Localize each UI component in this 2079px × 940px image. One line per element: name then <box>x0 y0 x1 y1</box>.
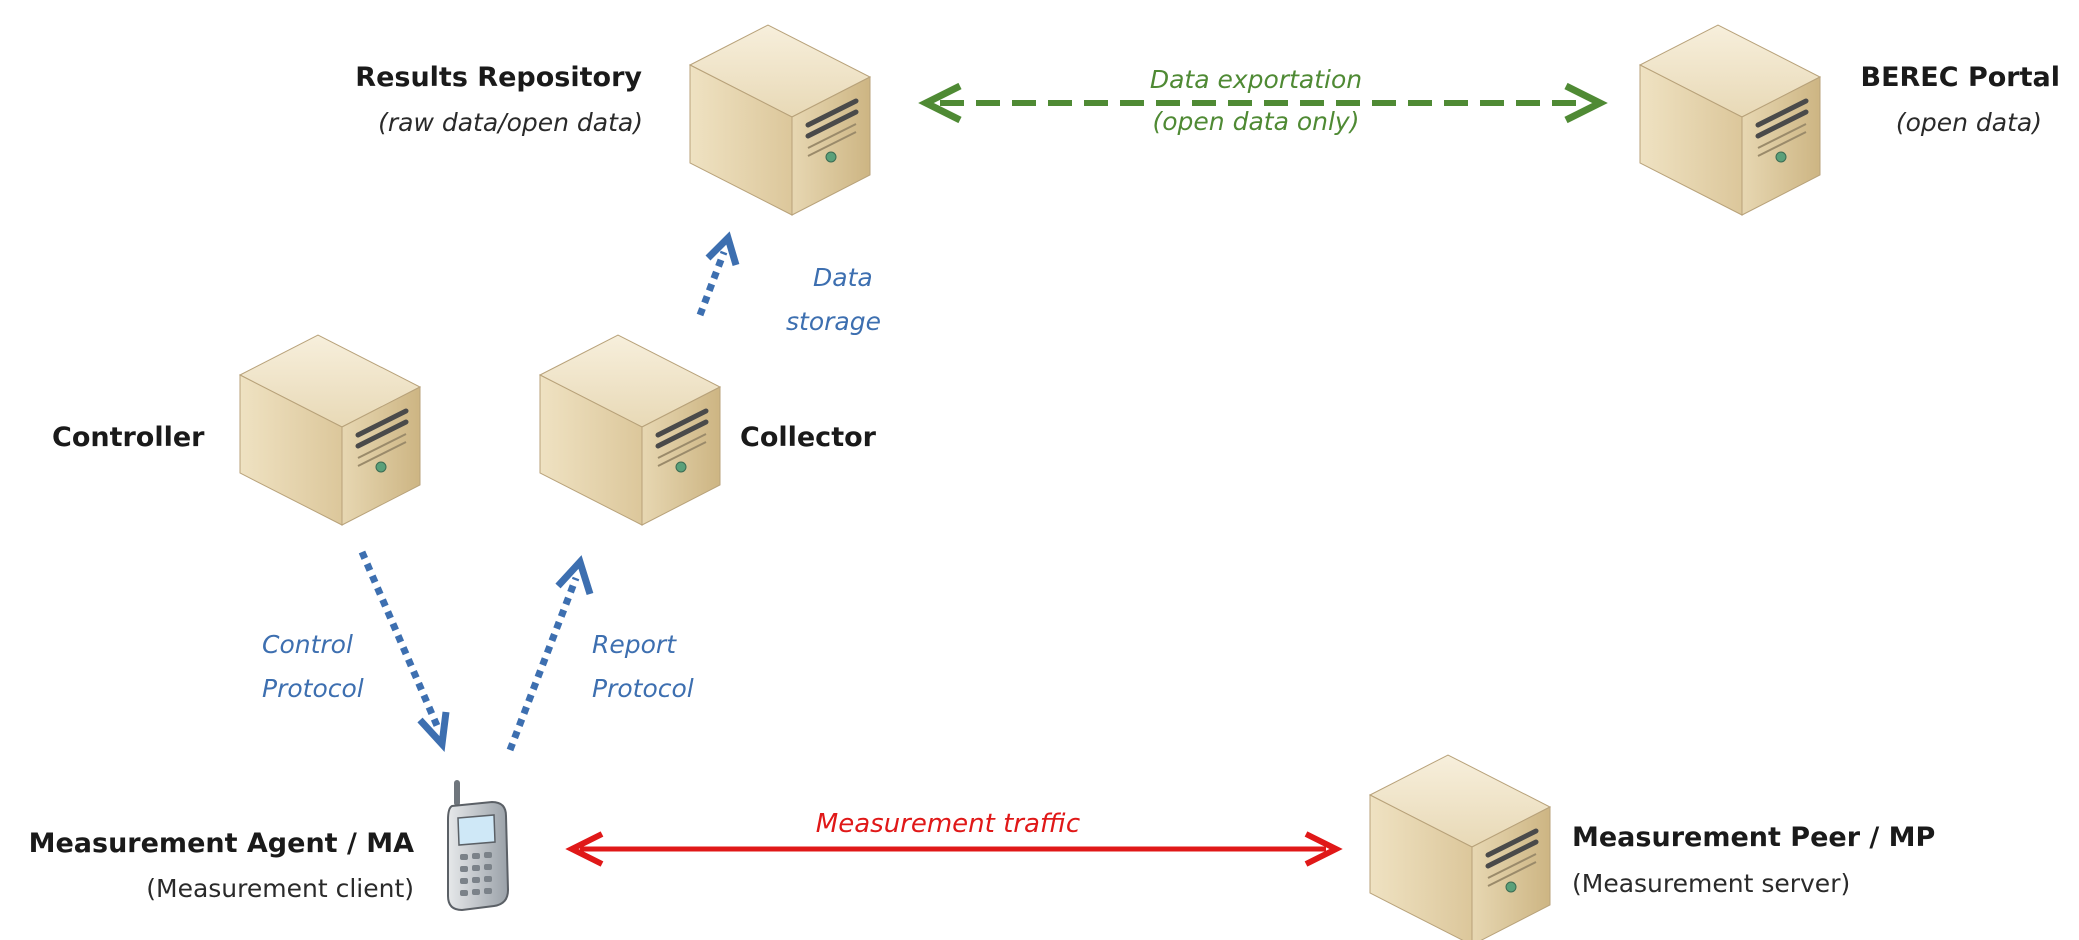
data-storage-label-line2: storage <box>786 307 881 336</box>
server-icon <box>1640 25 1820 215</box>
measurement-agent-subtitle: (Measurement client) <box>146 874 414 903</box>
server-icon <box>240 335 420 525</box>
mobile-phone-icon <box>447 780 510 912</box>
control-protocol-label-line2: Protocol <box>262 674 364 703</box>
results-repository-title: Results Repository <box>355 62 642 93</box>
measurement-peer-title: Measurement Peer / MP <box>1572 822 1935 853</box>
berec-portal-title: BEREC Portal <box>1860 62 2060 93</box>
data-storage-label-line1: Data <box>813 263 873 292</box>
data-storage-arrow <box>696 231 740 317</box>
collector-title: Collector <box>740 422 877 453</box>
data-exportation-arrow <box>918 82 1608 124</box>
measurement-traffic-arrow <box>565 831 1343 867</box>
berec-portal-subtitle: (open data) <box>1896 108 2042 137</box>
server-icon <box>540 335 720 525</box>
measurement-traffic-label: Measurement traffic <box>816 809 1080 839</box>
data-exportation-sublabel: (open data only) <box>1153 107 1360 136</box>
server-icon <box>1370 755 1550 940</box>
controller-title: Controller <box>52 422 205 453</box>
report-protocol-label-line1: Report <box>592 630 677 659</box>
measurement-peer-subtitle: (Measurement server) <box>1572 869 1850 898</box>
control-protocol-label-line1: Control <box>262 630 353 659</box>
results-repository-subtitle: (raw data/open data) <box>378 108 643 137</box>
measurement-agent-title: Measurement Agent / MA <box>29 828 414 859</box>
report-protocol-label-line2: Protocol <box>592 674 694 703</box>
report-protocol-arrow <box>506 555 594 752</box>
data-exportation-label: Data exportation <box>1150 65 1362 94</box>
control-protocol-arrow <box>358 550 450 752</box>
server-icon <box>690 25 870 215</box>
